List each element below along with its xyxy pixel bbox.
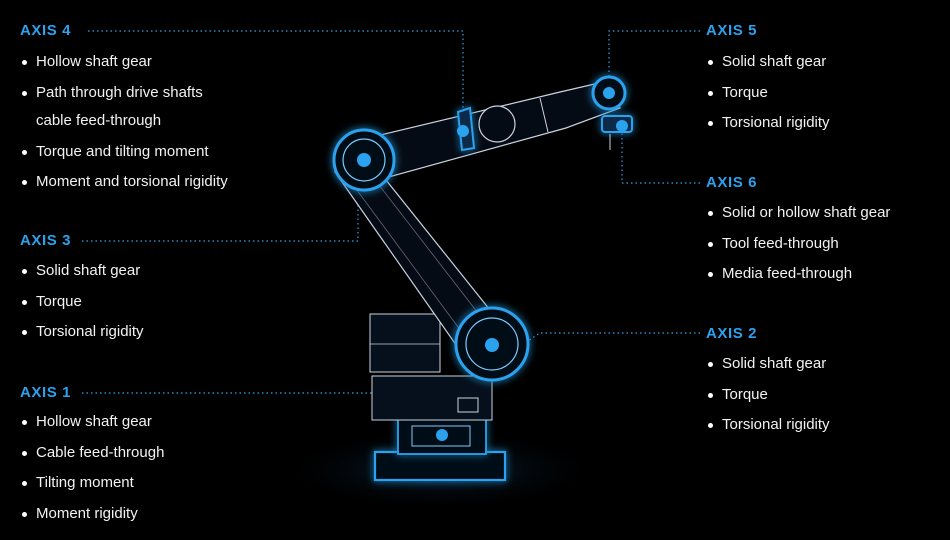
axis2-marker [485, 338, 499, 352]
axis2-title: AXIS 2 [706, 325, 758, 342]
axis5-feature: Torsional rigidity [706, 108, 830, 139]
robot-base [369, 313, 507, 482]
axis4-feature: Torque and tilting moment [20, 137, 228, 168]
axis1-feature: Hollow shaft gear [20, 407, 164, 438]
axis5-feature: Torque [706, 78, 830, 109]
axis1-feature: Tilting moment [20, 468, 164, 499]
axis3-block: AXIS 3 Solid shaft gear Torque Torsional… [20, 230, 144, 348]
axis-markers [357, 87, 628, 441]
upper-arm [332, 79, 621, 192]
axis2-feature: Torque [706, 380, 830, 411]
axis3-feature: Torque [20, 287, 144, 318]
axis2-feature: Solid shaft gear [706, 349, 830, 380]
axis4-feature: Path through drive shafts [20, 78, 228, 109]
axis2-leader [519, 332, 700, 347]
axis4-feature: Hollow shaft gear [20, 47, 228, 78]
axis6-feature: Media feed-through [706, 259, 890, 290]
axis6-title: AXIS 6 [706, 174, 758, 191]
axis4-marker [457, 125, 469, 137]
axis3-feature: Solid shaft gear [20, 256, 144, 287]
axis1-marker [436, 429, 448, 441]
axis4-feature: cable feed-through [36, 112, 162, 129]
axis4-title: AXIS 4 [20, 22, 72, 39]
axis6-marker [616, 120, 628, 132]
axis2-feature: Torsional rigidity [706, 410, 830, 441]
axis4-feature: Moment and torsional rigidity [20, 167, 228, 198]
axis6-feature: Solid or hollow shaft gear [706, 198, 890, 229]
axis5-leader [608, 30, 700, 90]
axis3-feature: Torsional rigidity [20, 317, 144, 348]
axis1-block: AXIS 1 Hollow shaft gear Cable feed-thro… [20, 382, 164, 529]
axis5-feature: Solid shaft gear [706, 47, 830, 78]
axis6-feature: Tool feed-through [706, 229, 890, 260]
axis6-leader [621, 128, 700, 184]
lower-arm [333, 169, 530, 382]
axis4-leader [88, 30, 464, 122]
axis6-block: AXIS 6 Solid or hollow shaft gear Tool f… [706, 172, 890, 290]
axis5-marker [603, 87, 615, 99]
axis5-title: AXIS 5 [706, 22, 758, 39]
axis3-title: AXIS 3 [20, 232, 72, 249]
axis1-feature: Moment rigidity [20, 499, 164, 530]
axis1-feature: Cable feed-through [20, 438, 164, 469]
axis1-title: AXIS 1 [20, 384, 72, 401]
axis4-block: AXIS 4 Hollow shaft gear Path through dr… [20, 20, 228, 198]
axis3-marker [357, 153, 371, 167]
axis2-block: AXIS 2 Solid shaft gear Torque Torsional… [706, 323, 830, 441]
axis5-block: AXIS 5 Solid shaft gear Torque Torsional… [706, 20, 830, 139]
